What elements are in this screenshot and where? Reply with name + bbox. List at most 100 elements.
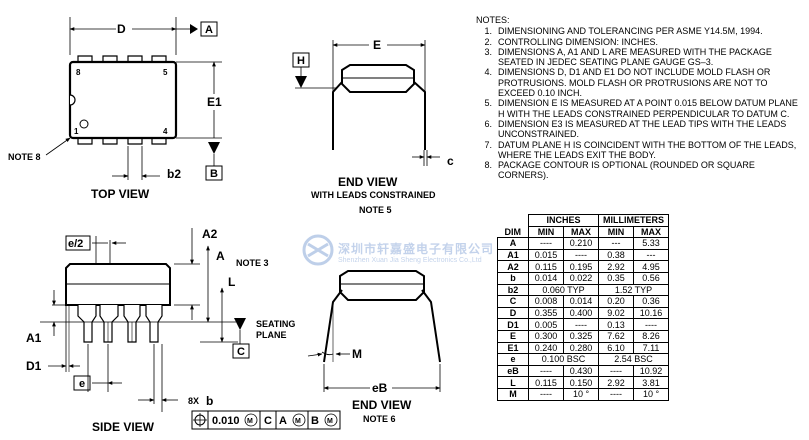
dim-b-label: b	[206, 394, 213, 408]
table-cell: 0.38	[598, 248, 634, 262]
table-cell: 7.11	[633, 341, 669, 355]
table-cell: 0.325	[563, 329, 599, 343]
table-cell: 10.92	[633, 364, 669, 378]
table-cell: 10 °	[633, 387, 669, 401]
ref-b-label: B	[311, 415, 319, 427]
note-item: 1. DIMENSIONING AND TOLERANCING PER ASME …	[476, 26, 806, 36]
table-cell: e	[497, 353, 529, 366]
table-cell: 0.115	[528, 260, 564, 273]
dim-a-label: A	[216, 249, 225, 263]
note-text: DIMENSION E IS MEASURED AT A POINT 0.015…	[498, 98, 798, 119]
dim-a2-label: A2	[202, 227, 218, 241]
watermark-logo	[302, 234, 334, 266]
table-cell: 0.400	[563, 306, 599, 320]
table-cell: A2	[497, 260, 529, 273]
table-cell: b2	[497, 283, 529, 297]
table-cell: 0.005	[528, 318, 564, 331]
col-in-max-header: MAX	[563, 225, 599, 239]
table-row: A----0.210---5.33	[497, 237, 669, 250]
end-view-title-1: END VIEW	[338, 175, 398, 189]
notes-block: NOTES: 1.DIMENSIONING AND TOLERANCING PE…	[476, 15, 806, 181]
dim-m-label: M	[352, 347, 362, 361]
pin4-label: 4	[163, 127, 168, 136]
pin1-label: 1	[74, 127, 79, 136]
group-inches-header: INCHES	[528, 214, 599, 227]
end-view-title-2: END VIEW	[352, 398, 412, 412]
end-view-constrained: E H c END VIEW WITH LEADS CONSTRAINED NO…	[292, 38, 454, 215]
table-cell: 0.35	[598, 271, 634, 285]
table-cell: 2.92	[598, 376, 634, 389]
note-item: 4. DIMENSIONS D, D1 AND E1 DO NOT INCLUDE…	[476, 67, 806, 98]
watermark: 深圳市轩嘉盛电子有限公司 Shenzhen Xuan Jia Sheng Ele…	[338, 240, 494, 264]
note-item: 6.DIMENSION E3 IS MEASURED AT THE LEAD T…	[476, 119, 806, 140]
table-cell: 0.13	[598, 318, 634, 331]
table-cell: 0.008	[528, 295, 564, 308]
dim-d-label: D	[117, 22, 126, 36]
top-pins-lower	[77, 138, 167, 145]
bcount-label: 8X	[188, 396, 199, 406]
table-cell: 0.20	[598, 295, 634, 308]
note8-label: NOTE 8	[8, 152, 41, 162]
table-cell: ----	[598, 387, 634, 401]
table-cell: 3.81	[633, 376, 669, 389]
note-text: DIMENSIONS D, D1 AND E1 DO NOT INCLUDE M…	[498, 67, 771, 99]
note-text: DIMENSIONING AND TOLERANCING PER ASME Y1…	[498, 26, 763, 37]
table-cell: 0.56	[633, 271, 669, 285]
package-body-top	[68, 60, 178, 140]
table-cell: 0.355	[528, 306, 564, 320]
side-leads	[77, 305, 163, 343]
note-item: 5. DIMENSION E IS MEASURED AT A POINT 0.0…	[476, 98, 806, 119]
table-cell: C	[497, 295, 529, 308]
watermark-en: Shenzhen Xuan Jia Sheng Electronics Co.,…	[338, 257, 482, 264]
pin5-label: 5	[163, 68, 168, 77]
datum-a-label: A	[205, 24, 213, 36]
note-text: DIMENSIONS A, A1 AND L ARE MEASURED WITH…	[498, 46, 772, 68]
side-view-title: SIDE VIEW	[92, 420, 155, 434]
table-cell: 0.015	[528, 248, 564, 262]
ref-c-label: C	[264, 415, 272, 427]
col-mm-max-header: MAX	[633, 225, 669, 239]
note-number: 8.	[484, 160, 492, 171]
table-row: M----10 °----10 °	[497, 387, 669, 401]
table-cell: ----	[528, 387, 564, 401]
feature-control-frame: 0.010 M C A M B M	[191, 410, 341, 430]
table-cell: 4.95	[633, 260, 669, 273]
table-cell: A	[497, 237, 529, 250]
table-cell: 6.10	[598, 341, 634, 355]
dim-e2-label: e/2	[68, 238, 83, 250]
table-cell: 0.022	[563, 271, 599, 285]
table-cell: ---	[598, 237, 634, 250]
top-view-title: TOP VIEW	[91, 187, 150, 201]
note-number: 1.	[484, 26, 492, 37]
table-cell: 0.280	[563, 341, 599, 355]
col-mm-min-header: MIN	[598, 225, 634, 239]
top-view: 8 5 1 4 D A E1 B NOTE 8 b2 TOP	[8, 17, 223, 201]
table-cell: 10 °	[563, 387, 599, 401]
table-cell: 10.16	[633, 306, 669, 320]
top-pins-upper	[77, 55, 167, 62]
note-text: DATUM PLANE H IS COINCIDENT WITH THE BOT…	[498, 139, 797, 160]
note-number: 2.	[484, 36, 492, 47]
table-cell: ---	[633, 248, 669, 262]
table-cell: E1	[497, 341, 529, 355]
note-number: 4.	[484, 67, 492, 78]
note3-label: NOTE 3	[236, 258, 269, 268]
col-in-min-header: MIN	[528, 225, 564, 239]
mmc-symbol-2: M	[295, 418, 301, 425]
table-cell: D1	[497, 318, 529, 331]
table-cell: ----	[563, 318, 599, 331]
table-cell: ----	[528, 364, 564, 378]
dim-e-label: E	[373, 38, 381, 52]
note-number: 5.	[484, 98, 492, 109]
pin8-label: 8	[76, 68, 81, 77]
table-cell: L	[497, 376, 529, 389]
ref-a-label: A	[279, 415, 287, 427]
end-view-subtitle: WITH LEADS CONSTRAINED	[311, 190, 436, 200]
